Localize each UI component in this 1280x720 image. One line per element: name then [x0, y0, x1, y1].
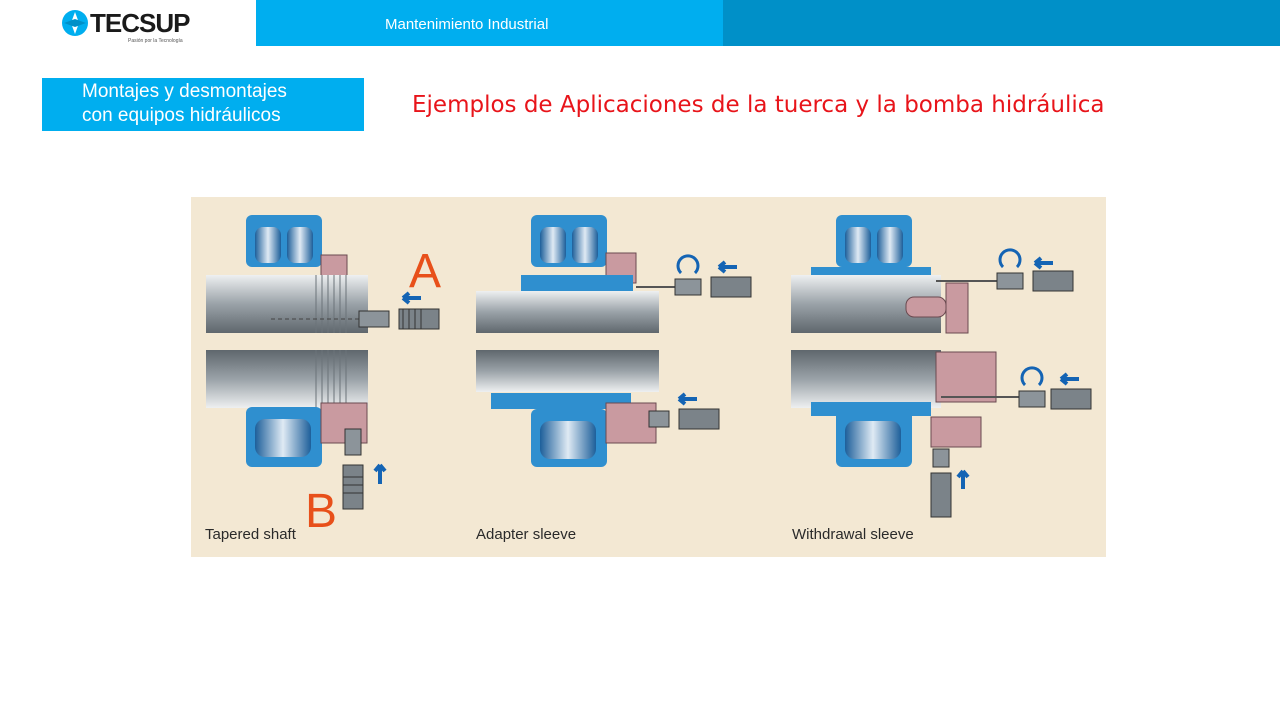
- quick-coupling: [710, 276, 752, 298]
- shaft-lower: [206, 350, 368, 408]
- quick-coupling: [1032, 270, 1074, 292]
- quick-coupling: [342, 464, 364, 510]
- threaded-plug: [905, 296, 947, 318]
- bearing-roller: [572, 227, 598, 263]
- slide-title: Ejemplos de Aplicaciones de la tuerca y …: [412, 92, 1105, 118]
- rotate-arrow-icon: [676, 254, 700, 275]
- fitting: [344, 428, 362, 456]
- bearing-roller: [540, 421, 596, 459]
- fitting: [996, 272, 1024, 290]
- bearing-roller: [255, 227, 281, 263]
- header-bar-light: [256, 0, 723, 46]
- hydraulic-nut: [945, 282, 969, 334]
- topic-line-1: Montajes y desmontajes: [82, 81, 287, 102]
- rotate-arrow-icon: [1020, 366, 1044, 387]
- bearing-roller: [877, 227, 903, 263]
- adapter-sleeve: [491, 393, 631, 409]
- bearing-roller: [845, 421, 901, 459]
- shaft-upper: [206, 275, 368, 333]
- panel-caption: Withdrawal sleeve: [792, 526, 914, 543]
- logo-tagline: Pasión por la Tecnología: [128, 38, 183, 44]
- fitting: [932, 448, 950, 468]
- fitting: [648, 410, 670, 428]
- adapter-sleeve: [521, 275, 633, 291]
- bearing-roller: [287, 227, 313, 263]
- shaft-upper: [476, 291, 659, 333]
- panel-tapered-shaft: A B Tapered shaft: [205, 215, 441, 543]
- bearing-roller: [255, 419, 311, 457]
- arrow-up-icon: [373, 463, 387, 484]
- hydraulic-nut: [935, 351, 997, 403]
- rotate-arrow-icon: [998, 248, 1022, 269]
- panel-caption: Tapered shaft: [205, 526, 297, 543]
- shaft-lower: [476, 350, 659, 392]
- quick-coupling: [1050, 388, 1092, 410]
- hydraulic-nut: [605, 402, 657, 444]
- topic-box: Montajes y desmontajes con equipos hidrá…: [42, 78, 364, 131]
- hydraulic-applications-figure: A B Tapered shaft: [191, 197, 1106, 557]
- topic-line-2: con equipos hidráulicos: [82, 105, 281, 126]
- fitting: [674, 278, 702, 296]
- quick-coupling: [398, 308, 440, 330]
- hydraulic-nut: [930, 416, 982, 448]
- arrow-left-icon: [717, 260, 737, 274]
- bearing-roller: [540, 227, 566, 263]
- panel-adapter-sleeve: Adapter sleeve: [476, 215, 752, 543]
- label-a: A: [409, 245, 441, 298]
- logo-area: TECSUP Pasión por la Tecnología: [0, 0, 256, 46]
- quick-coupling: [930, 472, 952, 518]
- panel-caption: Adapter sleeve: [476, 526, 576, 543]
- shaft-lower: [791, 350, 941, 408]
- logo-text: TECSUP: [90, 8, 190, 38]
- fitting: [1018, 390, 1046, 408]
- tecsup-logo-icon: [62, 10, 88, 36]
- arrow-left-icon: [677, 392, 697, 406]
- arrow-left-icon: [401, 291, 421, 305]
- bearing-roller: [845, 227, 871, 263]
- course-title: Mantenimiento Industrial: [385, 16, 549, 33]
- arrow-left-icon: [1059, 372, 1079, 386]
- arrow-left-icon: [1033, 256, 1053, 270]
- arrow-up-icon: [956, 469, 970, 489]
- header-bar-dark: [723, 0, 1280, 46]
- label-b: B: [305, 485, 337, 538]
- fitting: [358, 310, 390, 328]
- header-bar: TECSUP Pasión por la Tecnología Mantenim…: [0, 0, 1280, 46]
- panel-withdrawal-sleeve: Withdrawal sleeve: [791, 215, 1092, 543]
- quick-coupling: [678, 408, 720, 430]
